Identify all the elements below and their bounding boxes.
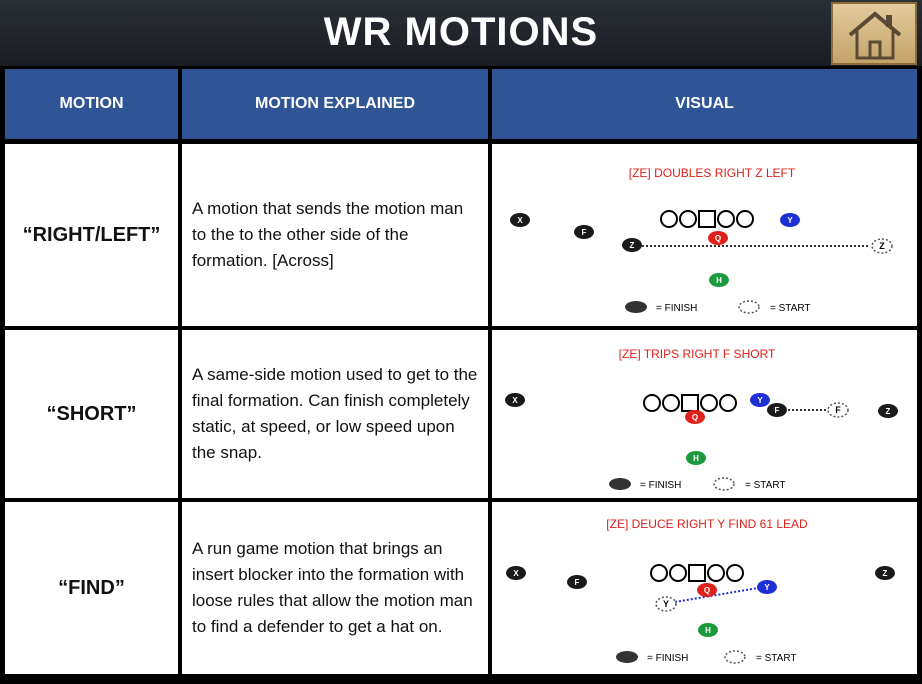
svg-text:F: F: [775, 406, 780, 415]
svg-text:X: X: [517, 216, 523, 225]
home-button[interactable]: [831, 2, 917, 65]
player-y: Y: [780, 213, 800, 227]
player-f-start: F: [827, 402, 849, 418]
svg-text:X: X: [512, 396, 518, 405]
motion-diagram-find: [ZE] DEUCE RIGHT Y FIND 61 LEAD X F Z Y …: [492, 502, 917, 674]
svg-text:= START: = START: [770, 303, 810, 314]
motion-explanation-find: A run game motion that brings an insert …: [182, 502, 488, 674]
svg-text:Q: Q: [692, 413, 698, 422]
legend-finish: = FINISH: [616, 651, 688, 664]
motion-explanation-right-left: A motion that sends the motion man to th…: [182, 144, 488, 326]
motion-diagram-short: [ZE] TRIPS RIGHT F SHORT X Y F F Z Q H =…: [492, 330, 917, 498]
svg-text:Q: Q: [704, 586, 710, 595]
player-f: F: [567, 575, 587, 589]
player-x: X: [510, 213, 530, 227]
motion-explanation-short: A same-side motion used to get to the fi…: [182, 330, 488, 498]
svg-text:= FINISH: = FINISH: [640, 480, 681, 491]
legend-finish: = FINISH: [609, 478, 681, 491]
legend-start: = START: [738, 300, 810, 314]
header-visual: VISUAL: [492, 69, 917, 139]
svg-text:F: F: [582, 228, 587, 237]
legend-start: = START: [713, 477, 785, 491]
player-z-start: Z: [871, 238, 893, 254]
offensive-line: [643, 394, 737, 412]
svg-text:H: H: [705, 626, 711, 635]
svg-text:Y: Y: [663, 599, 669, 609]
svg-text:H: H: [716, 276, 722, 285]
svg-text:Y: Y: [787, 216, 793, 225]
player-f: F: [767, 403, 787, 417]
svg-text:F: F: [835, 405, 841, 415]
title-bar: [0, 0, 922, 66]
svg-text:X: X: [513, 569, 519, 578]
svg-text:Z: Z: [630, 241, 635, 250]
svg-text:Z: Z: [886, 407, 891, 416]
page-title: WR MOTIONS: [323, 10, 599, 54]
svg-text:= FINISH: = FINISH: [656, 303, 697, 314]
home-icon: [848, 11, 902, 60]
player-y-start: Y: [655, 596, 677, 612]
svg-text:= START: = START: [745, 480, 785, 491]
svg-text:Z: Z: [883, 569, 888, 578]
player-q: Q: [697, 583, 717, 597]
svg-text:Z: Z: [879, 241, 885, 251]
offensive-line: [660, 210, 754, 228]
diagram-title: [ZE] DEUCE RIGHT Y FIND 61 LEAD: [606, 517, 808, 531]
player-h: H: [698, 623, 718, 637]
svg-text:Q: Q: [715, 234, 721, 243]
svg-text:= START: = START: [756, 653, 796, 664]
player-q: Q: [708, 231, 728, 245]
player-y: Y: [750, 393, 770, 407]
player-z: Z: [622, 238, 642, 252]
offensive-line: [650, 564, 744, 582]
player-h: H: [709, 273, 729, 287]
player-x: X: [505, 393, 525, 407]
legend-finish: = FINISH: [625, 301, 697, 314]
player-z: Z: [878, 404, 898, 418]
player-h: H: [686, 451, 706, 465]
svg-text:= FINISH: = FINISH: [647, 653, 688, 664]
header-motion: MOTION: [5, 69, 178, 139]
legend-start: = START: [724, 650, 796, 664]
svg-text:H: H: [693, 454, 699, 463]
player-z: Z: [875, 566, 895, 580]
motion-name-short: “SHORT”: [5, 330, 178, 498]
player-q: Q: [685, 410, 705, 424]
player-x: X: [506, 566, 526, 580]
diagram-title: [ZE] TRIPS RIGHT F SHORT: [619, 347, 776, 361]
svg-text:F: F: [575, 578, 580, 587]
svg-text:Y: Y: [764, 583, 770, 592]
svg-text:Y: Y: [757, 396, 763, 405]
motion-diagram-right-left: [ZE] DOUBLES RIGHT Z LEFT X F Y Q Z Z H …: [492, 144, 917, 326]
motion-name-right-left: “RIGHT/LEFT”: [5, 144, 178, 326]
player-f: F: [574, 225, 594, 239]
player-y: Y: [757, 580, 777, 594]
diagram-title: [ZE] DOUBLES RIGHT Z LEFT: [629, 166, 796, 180]
motion-name-find: “FIND”: [5, 502, 178, 674]
header-motion-explained: MOTION EXPLAINED: [182, 69, 488, 139]
